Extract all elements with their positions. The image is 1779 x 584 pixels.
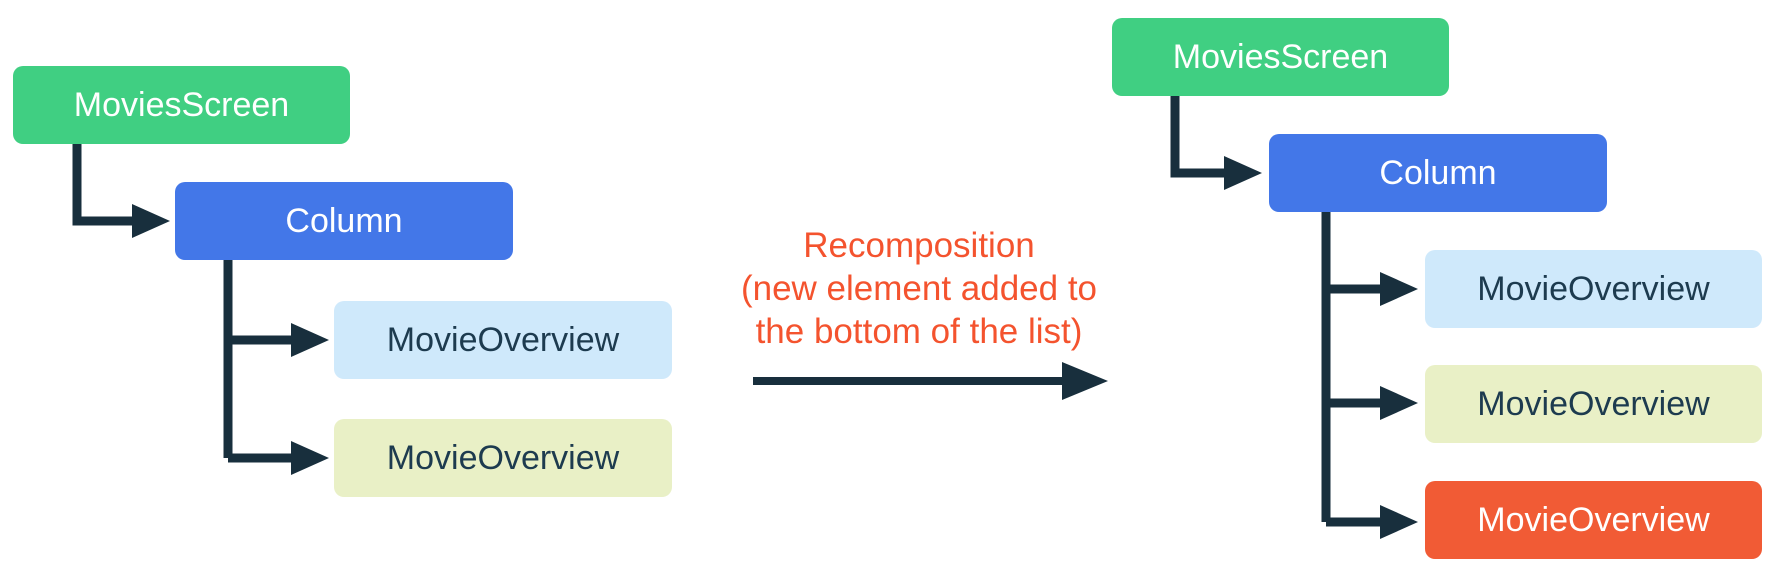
annotation-line: the bottom of the list): [755, 312, 1083, 351]
arrowhead-icon: [1062, 362, 1108, 400]
arrowhead-icon: [1380, 505, 1418, 539]
connector-left-root-to-column: [72, 144, 170, 238]
annotation-line: Recomposition: [803, 226, 1035, 265]
arrowhead-icon: [1380, 272, 1418, 306]
left-tree-node-movies-screen: MoviesScreen: [13, 66, 350, 144]
connector-right-column-to-children: [1321, 212, 1418, 539]
arrowhead-icon: [1380, 386, 1418, 420]
left-tree-node-movie-overview-2: MovieOverview: [334, 419, 672, 497]
right-tree-node-movies-screen: MoviesScreen: [1112, 18, 1449, 96]
right-tree-node-movie-overview-1: MovieOverview: [1425, 250, 1762, 328]
connector-right-root-to-column: [1170, 96, 1262, 190]
right-tree-node-movie-overview-2: MovieOverview: [1425, 365, 1762, 443]
connector-left-column-to-children: [223, 260, 329, 475]
left-tree-node-movie-overview-1: MovieOverview: [334, 301, 672, 379]
arrowhead-icon: [132, 204, 170, 238]
arrowhead-icon: [291, 323, 329, 357]
annotation-line: (new element added to: [740, 269, 1098, 308]
recomposition-annotation: Recomposition (new element added to the …: [619, 224, 1219, 353]
arrowhead-icon: [1224, 156, 1262, 190]
right-tree-node-column: Column: [1269, 134, 1607, 212]
arrowhead-icon: [291, 441, 329, 475]
recomposition-arrow: [753, 362, 1108, 400]
right-tree-node-movie-overview-3-new: MovieOverview: [1425, 481, 1762, 559]
left-tree-node-column: Column: [175, 182, 513, 260]
